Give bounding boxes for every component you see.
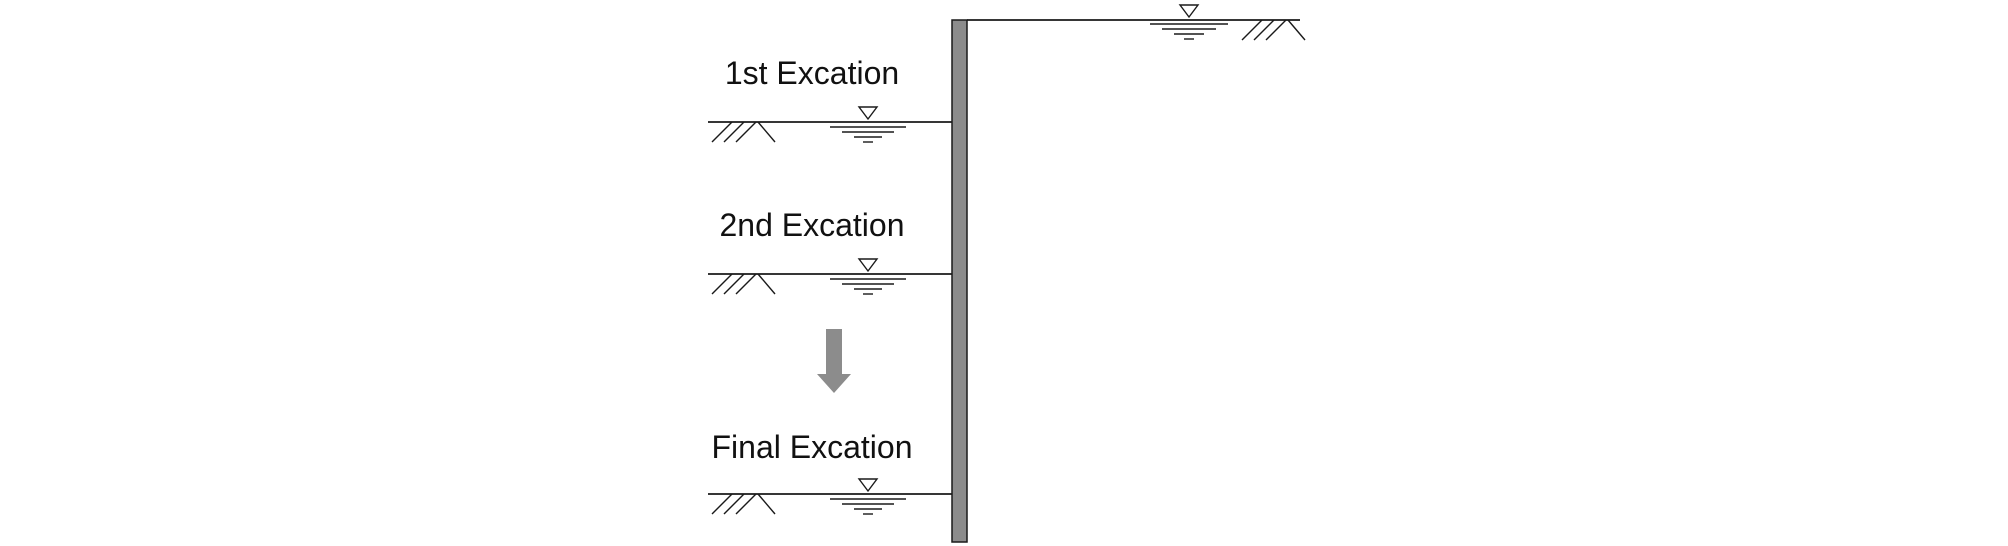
stage-2nd-excavation: 2nd Excation xyxy=(708,207,952,295)
stage-label: 2nd Excation xyxy=(719,207,904,243)
water-table-icon xyxy=(1150,4,1228,40)
stage-label: Final Excation xyxy=(712,429,913,465)
water-table-icon xyxy=(830,478,906,515)
retaining-wall xyxy=(951,19,968,543)
ground-hatch-icon xyxy=(1241,19,1306,41)
water-table-icon xyxy=(830,258,906,295)
retained-ground xyxy=(967,4,1306,41)
stage-label: 1st Excation xyxy=(725,55,899,91)
ground-hatch-icon xyxy=(711,493,776,515)
ground-hatch-icon xyxy=(711,273,776,295)
stage-final-excavation: Final Excation xyxy=(708,429,952,515)
down-arrow-icon xyxy=(817,329,851,393)
ground-hatch-icon xyxy=(711,121,776,143)
stage-1st-excavation: 1st Excation xyxy=(708,55,952,143)
water-table-icon xyxy=(830,106,906,143)
